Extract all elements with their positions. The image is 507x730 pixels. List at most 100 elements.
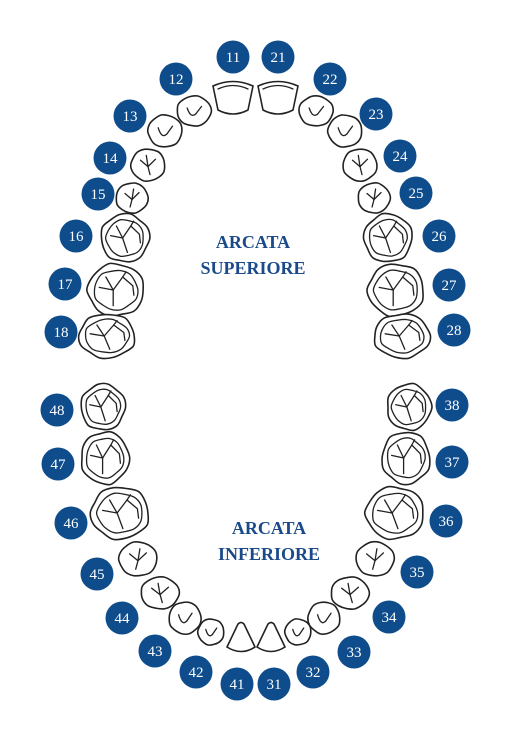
tooth-41[interactable] bbox=[225, 621, 257, 653]
tooth-number-badge-38[interactable]: 38 bbox=[435, 388, 469, 422]
tooth-27[interactable] bbox=[366, 263, 424, 318]
tooth-number-badge-12[interactable]: 12 bbox=[159, 62, 193, 96]
tooth-number-badge-32[interactable]: 32 bbox=[296, 655, 330, 689]
tooth-18[interactable] bbox=[77, 313, 136, 360]
tooth-number-21: 21 bbox=[271, 50, 286, 66]
tooth-16[interactable] bbox=[100, 212, 151, 263]
tooth-number-28: 28 bbox=[447, 323, 462, 339]
tooth-number-badge-15[interactable]: 15 bbox=[81, 177, 115, 211]
tooth-number-17: 17 bbox=[58, 277, 74, 293]
tooth-37[interactable] bbox=[381, 431, 431, 486]
tooth-44[interactable] bbox=[140, 576, 181, 610]
badge-circle bbox=[93, 141, 127, 175]
tooth-13[interactable] bbox=[146, 113, 183, 148]
tooth-number-badge-24[interactable]: 24 bbox=[383, 139, 417, 173]
tooth-number-31: 31 bbox=[267, 677, 282, 693]
tooth-25[interactable] bbox=[357, 181, 392, 214]
badge-circle bbox=[261, 40, 295, 74]
tooth-number-badge-11[interactable]: 11 bbox=[216, 40, 250, 74]
tooth-number-badge-37[interactable]: 37 bbox=[435, 445, 469, 479]
tooth-23[interactable] bbox=[326, 114, 363, 148]
tooth-number-46: 46 bbox=[64, 516, 80, 532]
tooth-number-45: 45 bbox=[90, 567, 105, 583]
tooth-46[interactable] bbox=[89, 486, 150, 541]
tooth-number-badge-25[interactable]: 25 bbox=[399, 176, 433, 210]
tooth-22[interactable] bbox=[298, 95, 335, 127]
tooth-number-badge-47[interactable]: 47 bbox=[41, 447, 75, 481]
upper-arch-label-line1: ARCATA bbox=[216, 232, 290, 252]
upper-arch-label-line2: SUPERIORE bbox=[200, 258, 305, 278]
badge-circle bbox=[400, 555, 434, 589]
tooth-42[interactable] bbox=[196, 618, 225, 646]
tooth-47[interactable] bbox=[80, 430, 131, 486]
tooth-number-badge-21[interactable]: 21 bbox=[261, 40, 295, 74]
tooth-number-badge-23[interactable]: 23 bbox=[359, 97, 393, 131]
tooth-number-badge-26[interactable]: 26 bbox=[422, 219, 456, 253]
tooth-33[interactable] bbox=[306, 601, 341, 635]
tooth-number-43: 43 bbox=[148, 644, 163, 660]
tooth-number-badge-28[interactable]: 28 bbox=[437, 313, 471, 347]
tooth-number-44: 44 bbox=[115, 611, 131, 627]
tooth-number-33: 33 bbox=[347, 645, 362, 661]
badge-circle bbox=[216, 40, 250, 74]
tooth-number-badge-18[interactable]: 18 bbox=[44, 315, 78, 349]
tooth-number-badge-14[interactable]: 14 bbox=[93, 141, 127, 175]
badge-circle bbox=[399, 176, 433, 210]
tooth-number-badge-41[interactable]: 41 bbox=[220, 667, 254, 701]
tooth-number-badge-31[interactable]: 31 bbox=[257, 667, 291, 701]
tooth-43[interactable] bbox=[168, 601, 202, 636]
badge-circle bbox=[432, 268, 466, 302]
tooth-11[interactable] bbox=[212, 80, 254, 115]
badge-circle bbox=[435, 388, 469, 422]
tooth-number-badge-36[interactable]: 36 bbox=[429, 504, 463, 538]
badge-circle bbox=[159, 62, 193, 96]
tooth-45[interactable] bbox=[117, 541, 158, 577]
badge-circle bbox=[296, 655, 330, 689]
tooth-14[interactable] bbox=[129, 148, 166, 183]
tooth-number-badge-27[interactable]: 27 bbox=[432, 268, 466, 302]
tooth-number-badge-35[interactable]: 35 bbox=[400, 555, 434, 589]
tooth-number-48: 48 bbox=[50, 403, 65, 419]
badge-circle bbox=[422, 219, 456, 253]
tooth-21[interactable] bbox=[257, 80, 299, 115]
tooth-number-badge-48[interactable]: 48 bbox=[40, 393, 74, 427]
lower-arch-label-line2: INFERIORE bbox=[218, 544, 320, 564]
tooth-number-badge-16[interactable]: 16 bbox=[59, 219, 93, 253]
badge-circle bbox=[81, 177, 115, 211]
tooth-26[interactable] bbox=[362, 212, 413, 263]
tooth-48[interactable] bbox=[80, 382, 127, 431]
tooth-number-badge-22[interactable]: 22 bbox=[313, 62, 347, 96]
tooth-number-badge-33[interactable]: 33 bbox=[337, 635, 371, 669]
badge-circle bbox=[257, 667, 291, 701]
tooth-number-badge-46[interactable]: 46 bbox=[54, 506, 88, 540]
tooth-28[interactable] bbox=[373, 313, 432, 360]
tooth-35[interactable] bbox=[355, 540, 396, 577]
badge-circle bbox=[105, 601, 139, 635]
tooth-number-14: 14 bbox=[103, 151, 119, 167]
tooth-number-badge-13[interactable]: 13 bbox=[113, 99, 147, 133]
tooth-36[interactable] bbox=[363, 485, 424, 541]
badge-circle bbox=[372, 600, 406, 634]
tooth-number-27: 27 bbox=[442, 278, 458, 294]
badge-circle bbox=[41, 447, 75, 481]
tooth-number-badge-34[interactable]: 34 bbox=[372, 600, 406, 634]
tooth-38[interactable] bbox=[386, 382, 433, 432]
badge-circle bbox=[429, 504, 463, 538]
tooth-number-15: 15 bbox=[91, 187, 106, 203]
tooth-31[interactable] bbox=[255, 621, 287, 653]
badge-circle bbox=[48, 267, 82, 301]
tooth-number-badge-44[interactable]: 44 bbox=[105, 601, 139, 635]
tooth-17[interactable] bbox=[85, 262, 145, 317]
badge-circle bbox=[437, 313, 471, 347]
tooth-number-badge-17[interactable]: 17 bbox=[48, 267, 82, 301]
tooth-32[interactable] bbox=[283, 618, 312, 646]
tooth-number-badge-43[interactable]: 43 bbox=[138, 634, 172, 668]
tooth-15[interactable] bbox=[115, 182, 150, 215]
tooth-12[interactable] bbox=[176, 94, 213, 127]
tooth-24[interactable] bbox=[342, 148, 378, 182]
tooth-34[interactable] bbox=[330, 576, 371, 610]
tooth-number-badge-42[interactable]: 42 bbox=[179, 655, 213, 689]
badge-circle bbox=[113, 99, 147, 133]
badge-circle bbox=[138, 634, 172, 668]
tooth-number-badge-45[interactable]: 45 bbox=[80, 557, 114, 591]
